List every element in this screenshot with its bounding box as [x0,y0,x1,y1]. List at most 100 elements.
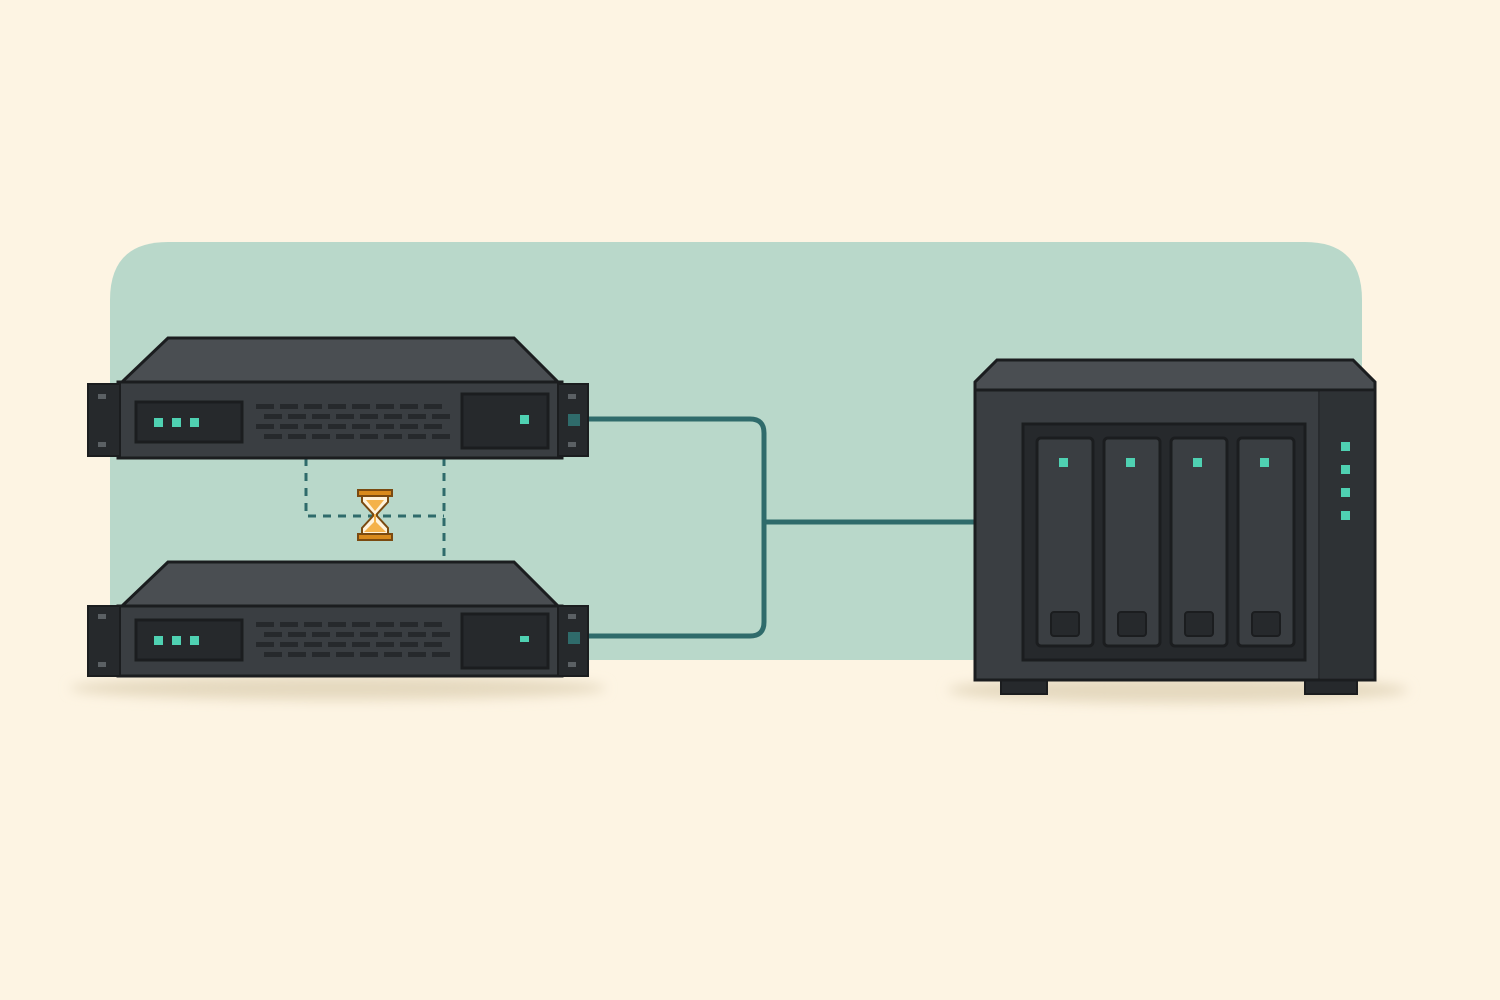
vent-slot [376,642,394,647]
failover-dashed-path [304,458,444,518]
led-status [520,636,529,642]
nas-status-led [1341,511,1350,520]
drive-bay [1102,436,1162,648]
drive-bay [1236,436,1296,648]
led-status [520,415,529,424]
vent-slot [280,424,298,429]
led-power [154,636,163,645]
nas-status-led [1341,488,1350,497]
vent-slot [400,642,418,647]
vent-slot [352,642,370,647]
drive-led [1126,458,1135,467]
vent-slot [384,434,402,439]
failover-link [304,458,446,562]
drive-led [1193,458,1202,467]
vent-slot [376,424,394,429]
vent-slot [360,414,378,419]
vent-slot [400,404,418,409]
led-network [190,636,199,645]
vent-slot [280,622,298,627]
drive-led [1059,458,1068,467]
vent-slot [408,434,426,439]
vent-slot [336,632,354,637]
vent-slot [408,632,426,637]
vent-slot [400,622,418,627]
vent-slot [304,424,322,429]
vent-slot [432,414,450,419]
vent-slot [256,642,274,647]
vent-slot [304,622,322,627]
drive-bays [1035,436,1296,648]
vent-slot [312,434,330,439]
vent-slot [352,404,370,409]
vent-slot [328,404,346,409]
vent-slot [336,414,354,419]
rack-server-icon [87,560,589,678]
drive-handle [1251,611,1281,637]
vent-slot [432,632,450,637]
cable-primary-to-nas [573,416,978,525]
vent-slot [288,632,306,637]
vent-slot [408,414,426,419]
vent-slot [376,622,394,627]
drive-handle [1050,611,1080,637]
vent-slot [328,622,346,627]
vent-slot [280,642,298,647]
vent-slot [264,652,282,657]
nas-storage-icon [973,358,1377,695]
cable-standby-to-nas [573,519,767,639]
vent-slot [264,632,282,637]
vent-slot [360,632,378,637]
vent-slot [312,632,330,637]
vent-slot [352,424,370,429]
vent-slot [384,632,402,637]
drive-handle [1184,611,1214,637]
vent-slot [432,434,450,439]
drive-handle [1117,611,1147,637]
vent-slot [280,404,298,409]
vent-slot [256,622,274,627]
vent-slot [360,652,378,657]
rack-server-icon [87,336,589,460]
vent-slot [288,434,306,439]
hourglass-icon [357,489,393,541]
drive-bay [1035,436,1095,648]
vent-slot [424,642,442,647]
vent-slot [408,652,426,657]
led-power [154,418,163,427]
vent-slot [352,622,370,627]
nas-status-led [1341,465,1350,474]
vent-slot [312,652,330,657]
vent-slot [304,642,322,647]
cable-links [573,416,978,639]
vent-slot [400,424,418,429]
led-activity [172,418,181,427]
nas-storage [973,358,1377,695]
server-shadow [70,676,606,700]
vent-slot [256,404,274,409]
front-led-group [154,636,199,645]
vent-slot [264,414,282,419]
vent-slot [336,652,354,657]
vent-slot [432,652,450,657]
vent-slot [424,404,442,409]
vent-slot [376,404,394,409]
nas-shadow [948,677,1408,703]
nas-status-led [1341,442,1350,451]
vent-slot [424,424,442,429]
led-activity [172,636,181,645]
vent-slot [304,404,322,409]
vent-slot [360,434,378,439]
rack-server-standby [87,560,589,678]
vent-slot [384,414,402,419]
vent-slot [256,424,274,429]
rack-server-primary [87,336,589,460]
vent-slot [336,434,354,439]
nas-status-leds [1341,442,1350,520]
led-network [190,418,199,427]
vent-grille [256,404,450,439]
drive-led [1260,458,1269,467]
vent-slot [264,434,282,439]
vent-slot [384,652,402,657]
